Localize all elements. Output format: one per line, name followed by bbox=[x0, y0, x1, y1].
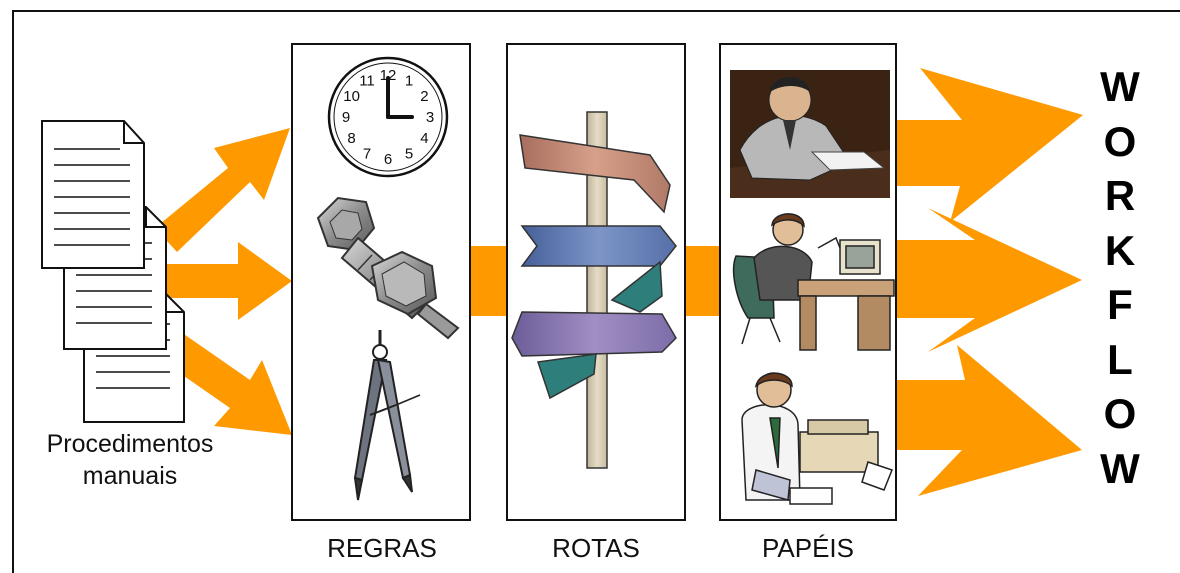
compass-icon bbox=[353, 330, 421, 501]
signpost-icon bbox=[511, 111, 677, 469]
clock-number: 7 bbox=[363, 145, 371, 162]
workflow-letter: L bbox=[1107, 335, 1133, 383]
clock-number: 1 bbox=[405, 73, 413, 90]
workflow-letter: R bbox=[1104, 172, 1136, 219]
panel-label-rotas: ROTAS bbox=[552, 533, 640, 563]
bolt-icon bbox=[316, 196, 460, 340]
source-label-line2: manuais bbox=[82, 462, 178, 490]
clock-number: 3 bbox=[426, 109, 434, 126]
clock-number: 5 bbox=[405, 145, 413, 162]
clock-number: 4 bbox=[420, 130, 428, 147]
flow-arrows bbox=[155, 68, 1083, 496]
workflow-letter: F bbox=[1107, 281, 1133, 328]
document-icon bbox=[41, 120, 185, 423]
arrow-papeis-to-workflow-bottom bbox=[893, 345, 1082, 496]
panel-label-regras: REGRAS bbox=[327, 533, 437, 563]
clerk-at-desk-icon bbox=[732, 213, 895, 351]
clock-number: 10 bbox=[343, 88, 360, 105]
workflow-letter: O bbox=[1103, 390, 1137, 437]
workflow-letter: O bbox=[1103, 117, 1137, 165]
source-label: Procedimentos manuais bbox=[10, 428, 250, 492]
clock-number: 6 bbox=[384, 151, 392, 168]
arrow-doc-to-regras-bottom bbox=[158, 330, 292, 435]
arrow-doc-to-regras-top bbox=[155, 128, 290, 252]
clock-number: 11 bbox=[359, 73, 375, 90]
diagram-frame bbox=[12, 10, 1180, 573]
arrow-rotas-to-papeis bbox=[684, 246, 722, 316]
workflow-title: W O R K F L O W bbox=[1080, 60, 1160, 496]
panel-label-papeis: PAPÉIS bbox=[761, 533, 854, 563]
workflow-letter: W bbox=[1100, 444, 1140, 492]
arrow-doc-to-regras-mid bbox=[165, 242, 292, 320]
source-label-line1: Procedimentos bbox=[46, 430, 214, 458]
clock-number: 2 bbox=[420, 88, 428, 105]
clock-number: 12 bbox=[380, 67, 397, 84]
clock-number: 9 bbox=[342, 109, 350, 126]
businessman-icon bbox=[730, 70, 890, 198]
workflow-letter: K bbox=[1104, 226, 1136, 274]
arrow-papeis-to-workflow-top bbox=[893, 68, 1083, 222]
workflow-letter: W bbox=[1100, 63, 1140, 110]
clock-number: 8 bbox=[347, 130, 355, 147]
office-worker-icon bbox=[741, 372, 893, 505]
arrow-regras-to-rotas bbox=[470, 246, 510, 316]
arrow-papeis-to-workflow-mid bbox=[893, 208, 1082, 352]
